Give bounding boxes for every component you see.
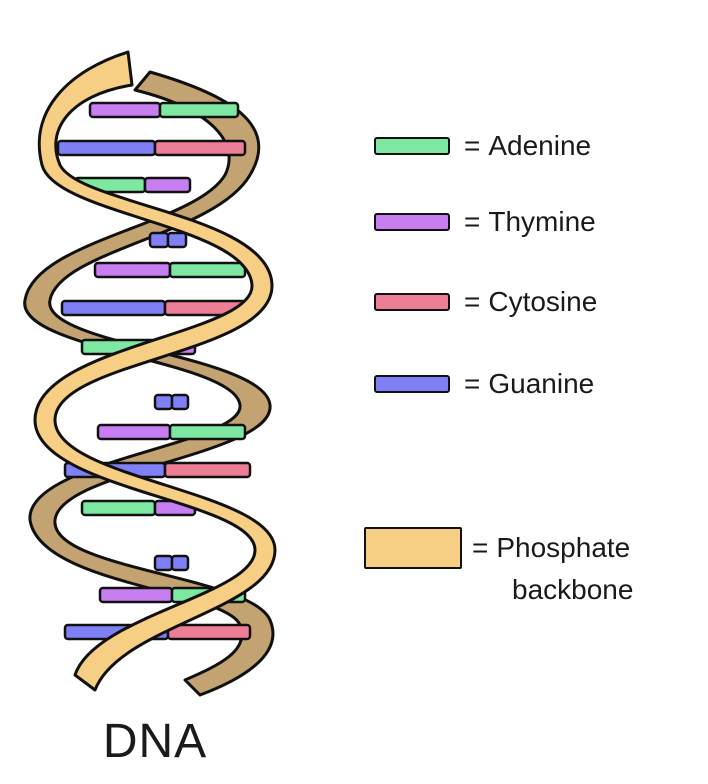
thymine-base [143, 176, 192, 194]
thymine-base [93, 261, 172, 279]
thymine-base [88, 101, 162, 119]
legend-equals: = [464, 206, 481, 237]
legend-label-adenine: Adenine [488, 130, 592, 161]
legend-equals: = [464, 368, 481, 399]
backbone-label-line2: backbone [512, 574, 634, 605]
legend-label-cytosine: Cytosine [488, 286, 598, 317]
guanine-base [148, 231, 170, 249]
guanine-base [166, 231, 188, 249]
guanine-base [56, 139, 157, 157]
guanine-base [153, 554, 174, 572]
legend-equals: = [472, 532, 489, 563]
legend-item-guanine: = Guanine [374, 368, 594, 400]
adenine-base [168, 261, 247, 279]
legend-item-cytosine: = Cytosine [374, 286, 597, 318]
backbone-label-line1: =Phosphate [472, 527, 633, 569]
diagram-title: DNA [102, 715, 208, 768]
thymine-swatch [374, 213, 450, 231]
legend-item-phosphate-backbone: =Phosphate backbone [364, 527, 633, 611]
backbone-label-text1: Phosphate [496, 532, 631, 563]
legend-item-adenine: = Adenine [374, 130, 591, 162]
cytosine-base [153, 139, 247, 157]
adenine-base [158, 101, 240, 119]
guanine-base [153, 393, 174, 411]
legend-equals: = [464, 130, 481, 161]
adenine-base [168, 423, 247, 441]
base-pairs [56, 101, 252, 641]
thymine-base [98, 586, 174, 604]
cytosine-base [163, 461, 252, 479]
adenine-base [80, 499, 157, 517]
thymine-base [96, 423, 172, 441]
legend-label-guanine: Guanine [488, 368, 595, 399]
cytosine-base [166, 623, 252, 641]
legend-label-thymine: Thymine [488, 206, 596, 237]
legend-equals: = [464, 286, 481, 317]
guanine-base [170, 554, 190, 572]
guanine-swatch [374, 375, 450, 393]
cytosine-swatch [374, 293, 450, 311]
guanine-base [170, 393, 190, 411]
backbone-front-strand [33, 50, 277, 692]
dna-helix-illustration [23, 50, 277, 697]
phosphate-backbone-swatch [364, 527, 462, 569]
guanine-base [60, 299, 167, 317]
adenine-swatch [374, 137, 450, 155]
legend-item-thymine: = Thymine [374, 206, 596, 238]
backbone-label: =Phosphate backbone [472, 527, 633, 611]
